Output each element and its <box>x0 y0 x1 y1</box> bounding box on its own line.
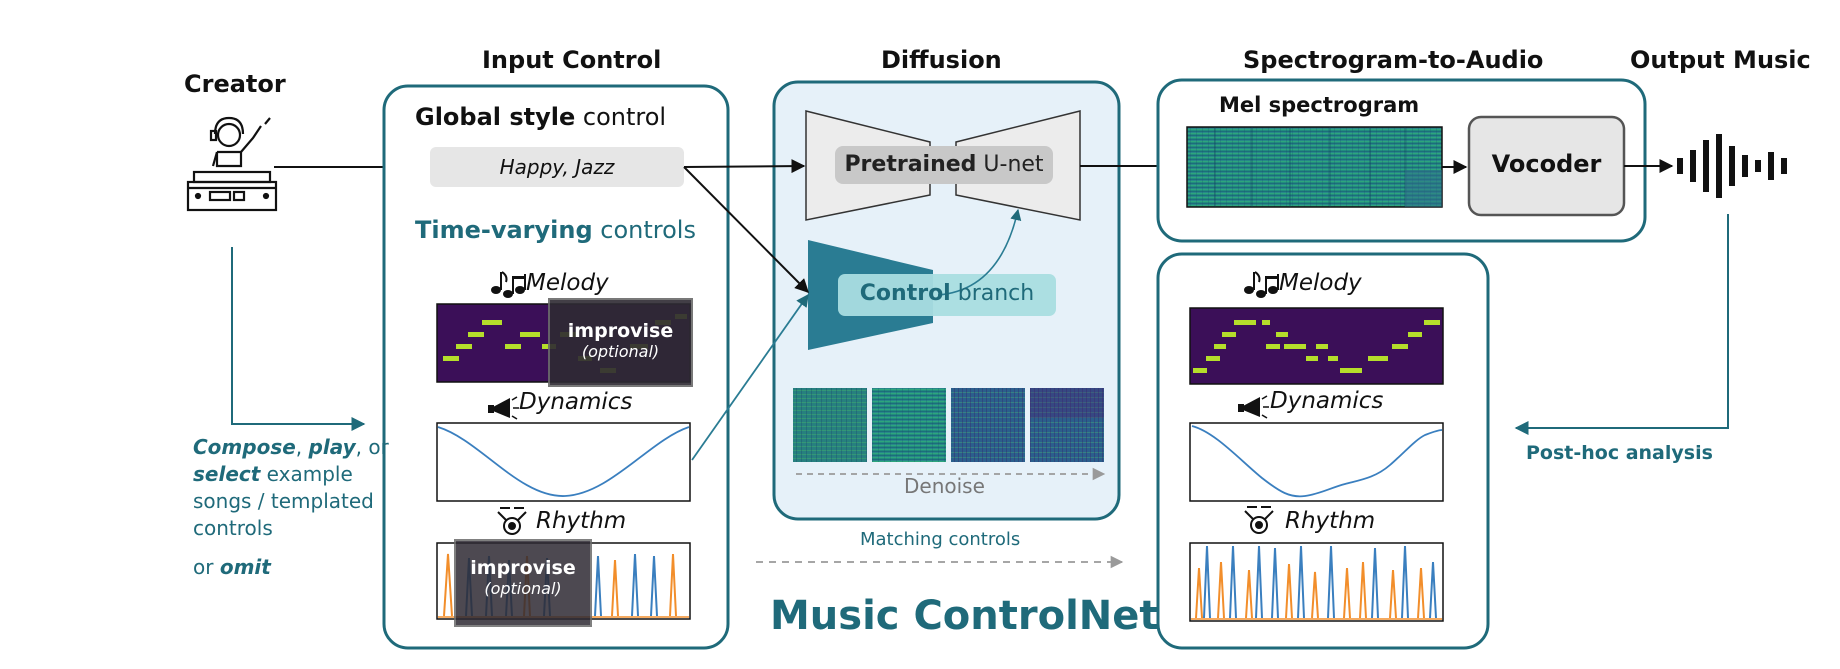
denoise-label: Denoise <box>904 474 985 498</box>
input-dynamics-label: Dynamics <box>519 389 633 415</box>
drum-icon-2 <box>1244 506 1274 534</box>
megaphone-icon-2 <box>1238 395 1269 419</box>
denoise-spec-2 <box>872 388 946 462</box>
denoise-spec-1 <box>793 388 867 462</box>
output-waveform-icon <box>1677 134 1787 198</box>
mel-spectrogram-label: Mel spectrogram <box>1219 93 1420 117</box>
melody-improvise-overlay[interactable] <box>548 298 693 387</box>
creator-down-arrow <box>231 247 366 431</box>
rhythm-improvise-overlay[interactable] <box>454 539 592 627</box>
output-rhythm-label: Rhythm <box>1285 508 1376 534</box>
melody-improvise-text: improvise (optional) <box>567 320 674 361</box>
control-branch-label: Control branch <box>859 281 1035 306</box>
output-dynamics-plot <box>1189 422 1444 502</box>
input-melody-label: Melody <box>526 270 609 296</box>
input-rhythm-label: Rhythm <box>536 508 627 534</box>
header-output-music: Output Music <box>1630 46 1811 74</box>
music-note-icon-2 <box>1244 271 1279 298</box>
matching-controls-label: Matching controls <box>860 529 1021 550</box>
mel-spectrogram-image <box>1186 126 1443 208</box>
header-diffusion: Diffusion <box>881 46 1002 74</box>
style-tags-text: Happy, Jazz <box>499 155 615 179</box>
unet-label-box <box>835 146 1053 184</box>
creator-options-text: Compose, play, or select example songs /… <box>193 435 389 579</box>
music-note-icon <box>491 271 526 298</box>
header-input-control: Input Control <box>482 46 662 74</box>
diagram-title: Music ControlNet <box>770 593 1159 639</box>
denoise-spec-4 <box>1030 388 1104 462</box>
rhythm-improvise-text: improvise (optional) <box>470 557 576 598</box>
header-creator: Creator <box>184 70 286 98</box>
controls-to-branch-arrow <box>691 293 809 461</box>
denoise-spec-3 <box>951 388 1025 462</box>
output-dynamics-label: Dynamics <box>1270 388 1384 414</box>
creator-dj-icon <box>186 116 278 212</box>
style-tag-box[interactable] <box>430 147 684 187</box>
control-to-unet-arrow <box>937 208 1022 296</box>
style-to-control-arrow <box>683 166 809 293</box>
header-spec-to-audio: Spectrogram-to-Audio <box>1243 46 1544 74</box>
output-rhythm-plot <box>1189 542 1444 622</box>
output-melody-label: Melody <box>1279 270 1362 296</box>
vocoder-label: Vocoder <box>1491 150 1602 178</box>
post-hoc-label: Post-hoc analysis <box>1526 442 1713 464</box>
control-branch-label-box <box>838 274 1056 316</box>
time-varying-label: Time-varying controls <box>415 216 696 244</box>
megaphone-icon <box>488 396 519 420</box>
unet-label: Pretrained U-net <box>844 152 1044 177</box>
input-dynamics-plot <box>436 422 691 502</box>
output-melody-roll <box>1189 307 1444 385</box>
style-to-unet-arrow <box>683 159 806 174</box>
global-style-label: Global style control <box>415 103 667 131</box>
drum-icon <box>497 507 527 535</box>
post-hoc-arrow <box>1514 214 1729 435</box>
